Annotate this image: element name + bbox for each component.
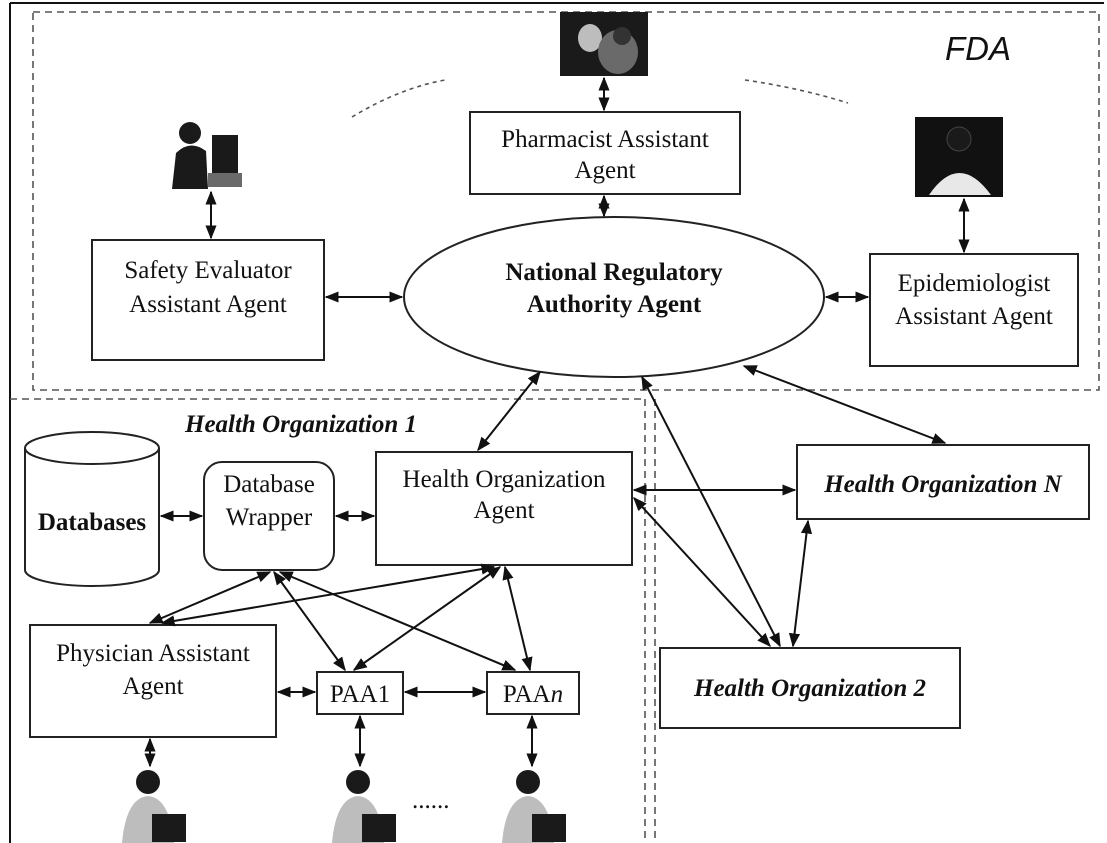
health-org-agent-line2: Agent: [473, 497, 534, 524]
health-org-n-label: Health Organization N: [823, 471, 1062, 498]
arrow-nra-health-org-2: [641, 375, 781, 648]
physician-label-line2: Agent: [122, 673, 183, 700]
epidemiologist-person-icon: [915, 117, 1003, 197]
national-regulatory-authority-agent-ellipse: [403, 216, 825, 378]
health-org-agent-line1: Health Organization: [403, 466, 606, 493]
nra-label-line2: Authority Agent: [527, 291, 702, 318]
databases-label: Databases: [38, 509, 147, 536]
pharmacist-label-line1: Pharmacist Assistant: [501, 126, 709, 153]
arrow-wrapper-paa1: [273, 570, 346, 672]
dotted-arc-left: [351, 79, 446, 118]
pharmacist-assistant-agent-box: [469, 111, 741, 195]
dotted-arc-right: [744, 79, 849, 104]
epidemiologist-label-line2: Assistant Agent: [895, 303, 1053, 330]
paa1-label: PAA1: [330, 681, 390, 708]
physician-assistant-agent-box: [29, 624, 277, 738]
physician-user-icon: [122, 770, 186, 843]
arrow-health-org-agent-paa1: [352, 566, 502, 671]
safety-label-line1: Safety Evaluator: [124, 257, 292, 284]
paan-box: [486, 671, 580, 715]
health-org-2-label: Health Organization 2: [693, 675, 926, 702]
nra-label-line1: National Regulatory: [505, 259, 723, 286]
fda-label: FDA: [945, 30, 1011, 67]
users-ellipsis: ......: [412, 787, 450, 814]
health-organization-2-box: [659, 647, 961, 729]
paan-user-icon: [502, 770, 566, 843]
arrow-wrapper-paan: [278, 571, 517, 671]
pharmacist-person-icon: [560, 12, 648, 76]
epidemiologist-agent-box: [869, 253, 1079, 367]
safety-evaluator-agent-box: [91, 239, 325, 361]
arrow-health-org-agent-2: [633, 496, 771, 648]
arrow-health-org-agent-paan: [502, 565, 533, 672]
paa1-user-icon: [332, 770, 396, 843]
physician-label-line1: Physician Assistant: [56, 640, 250, 667]
safety-evaluator-person-icon: [172, 122, 242, 189]
arrow-nra-health-org-agent: [477, 370, 541, 452]
health-org-1-label: Health Organization 1: [184, 411, 417, 438]
arrow-health-org-n-2: [788, 519, 813, 648]
health-organization-agent-box: [375, 451, 633, 566]
database-wrapper-line2: Wrapper: [226, 504, 313, 531]
arrow-health-org-agent-physician: [160, 563, 496, 627]
health-organization-n-box: [796, 444, 1090, 520]
databases-cylinder: [24, 431, 160, 587]
database-wrapper-line1: Database: [223, 471, 315, 498]
paan-label: PAAn: [503, 681, 563, 708]
safety-label-line2: Assistant Agent: [129, 291, 287, 318]
arrow-nra-health-org-n: [742, 365, 947, 444]
epidemiologist-label-line1: Epidemiologist: [898, 270, 1051, 297]
pharmacist-label-line2: Agent: [574, 157, 635, 184]
paa1-box: [316, 671, 404, 715]
